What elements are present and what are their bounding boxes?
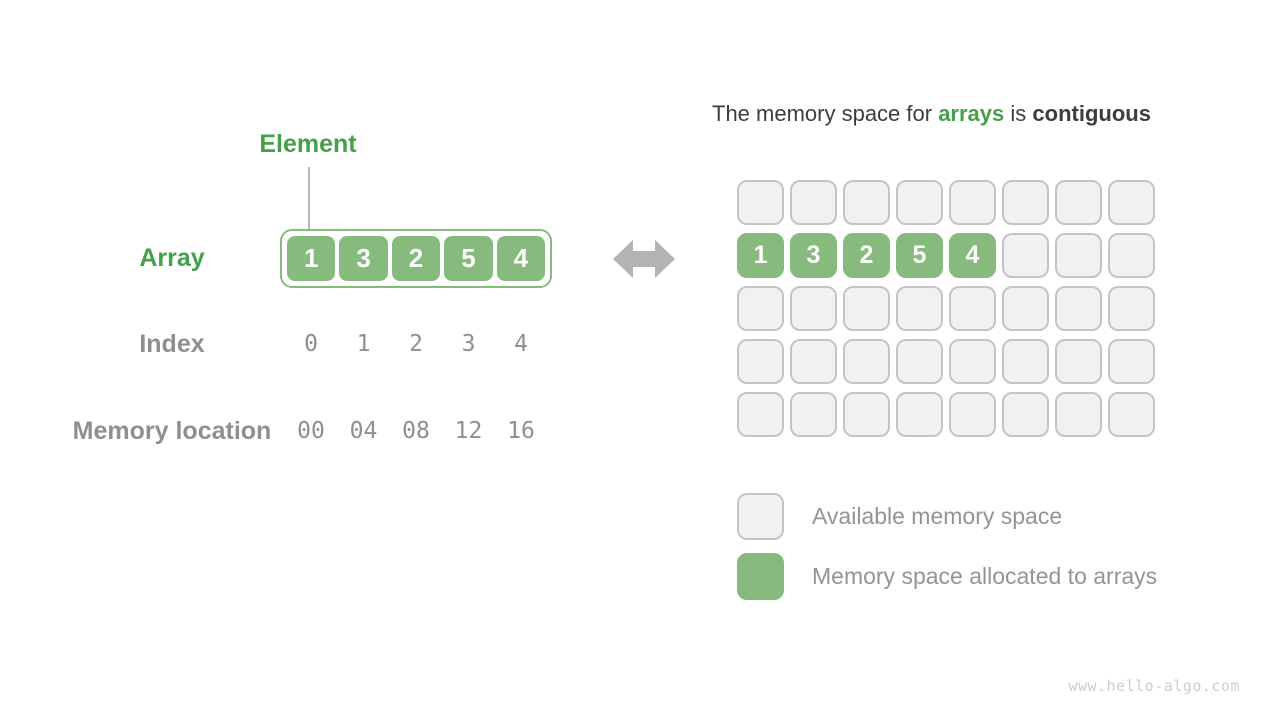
legend-swatch-available <box>737 493 784 540</box>
array-cell: 3 <box>339 236 388 281</box>
watermark: www.hello-algo.com <box>1068 677 1240 695</box>
memory-location-value: 08 <box>402 418 430 444</box>
memory-location-value: 00 <box>297 418 325 444</box>
memory-cell-available <box>1108 180 1155 225</box>
memory-cell-allocated: 3 <box>790 233 837 278</box>
memory-cell-available <box>737 392 784 437</box>
memory-cell-available <box>896 180 943 225</box>
memory-cell-allocated: 1 <box>737 233 784 278</box>
memory-cell-allocated: 4 <box>949 233 996 278</box>
title-middle: is <box>1004 101 1033 126</box>
memory-cell-available <box>1108 286 1155 331</box>
index-label: Index <box>139 330 205 358</box>
memory-cell-available <box>790 286 837 331</box>
array-cell: 2 <box>391 236 441 281</box>
memory-cell-available <box>896 392 943 437</box>
legend-item: Memory space allocated to arrays <box>737 553 1157 600</box>
memory-cell-available <box>896 339 943 384</box>
memory-cell-available <box>737 339 784 384</box>
array-label: Array <box>139 244 205 272</box>
memory-cell-available <box>1108 392 1155 437</box>
index-value: 0 <box>304 331 318 357</box>
memory-cell-available <box>790 339 837 384</box>
memory-cell-available <box>949 286 996 331</box>
memory-cell-available <box>737 180 784 225</box>
memory-cell-available <box>1055 392 1102 437</box>
memory-cell-available <box>1108 233 1155 278</box>
memory-cell-available <box>949 392 996 437</box>
legend-item: Available memory space <box>737 493 1157 540</box>
element-pointer-line <box>308 167 310 230</box>
index-value: 2 <box>409 331 423 357</box>
memory-cell-available <box>843 392 890 437</box>
array-cell: 4 <box>496 236 546 281</box>
title-emphasis-contiguous: contiguous <box>1032 101 1151 126</box>
index-row: 0 1 2 3 4 <box>287 331 545 357</box>
memory-cell-allocated: 2 <box>843 233 890 278</box>
legend-label: Memory space allocated to arrays <box>812 563 1158 589</box>
legend-swatch-allocated <box>737 553 784 600</box>
legend-label: Available memory space <box>812 503 1063 529</box>
memory-cell-available <box>843 180 890 225</box>
memory-location-row: 00 04 08 12 16 <box>287 418 545 444</box>
index-value: 1 <box>356 331 371 357</box>
memory-cell-available <box>1108 339 1155 384</box>
memory-cell-available <box>949 180 996 225</box>
index-value: 4 <box>514 331 528 357</box>
index-value: 3 <box>461 331 476 357</box>
array-cell: 1 <box>287 236 336 281</box>
array-cell: 5 <box>444 236 493 281</box>
memory-location-label: Memory location <box>72 417 272 445</box>
memory-cell-available <box>1002 392 1049 437</box>
memory-cell-available <box>790 392 837 437</box>
title-prefix: The memory space for <box>712 101 939 126</box>
element-label: Element <box>259 130 357 158</box>
memory-location-value: 12 <box>454 418 483 444</box>
memory-cell-available <box>1055 180 1102 225</box>
memory-location-value: 04 <box>349 418 378 444</box>
memory-cell-available <box>737 286 784 331</box>
memory-cell-available <box>790 180 837 225</box>
memory-cell-allocated: 5 <box>896 233 943 278</box>
title-highlight-arrays: arrays <box>938 101 1005 126</box>
memory-cell-available <box>1055 233 1102 278</box>
memory-location-value: 16 <box>507 418 535 444</box>
memory-cell-available <box>1002 180 1049 225</box>
memory-cell-available <box>843 339 890 384</box>
memory-cell-available <box>896 286 943 331</box>
memory-title: The memory space for arrays is contiguou… <box>712 101 1151 127</box>
memory-cell-available <box>1002 233 1049 278</box>
memory-cell-available <box>949 339 996 384</box>
memory-cell-available <box>1055 286 1102 331</box>
double-arrow-icon <box>613 240 675 278</box>
memory-cell-available <box>843 286 890 331</box>
memory-cell-available <box>1055 339 1102 384</box>
memory-cell-available <box>1002 339 1049 384</box>
memory-cell-available <box>1002 286 1049 331</box>
